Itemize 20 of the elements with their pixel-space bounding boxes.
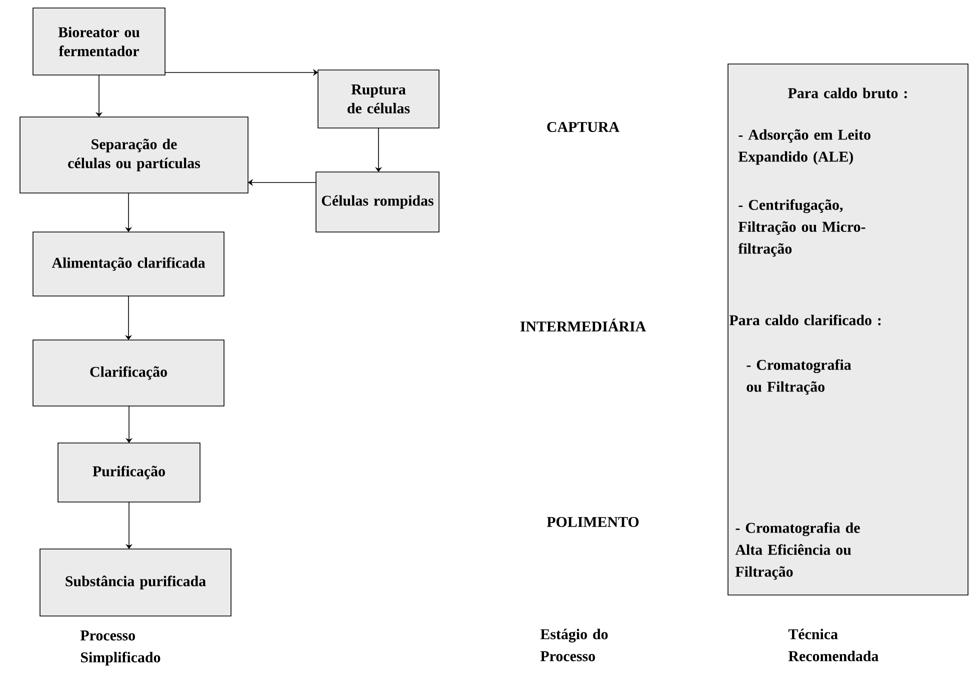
technique-text: - Centrifugação, Filtração ou Micro-filtração bbox=[738, 199, 866, 257]
heading-text: Para caldo clarificado : bbox=[729, 314, 881, 326]
heading-text: Para caldo bruto : bbox=[788, 88, 907, 98]
stage-label: CAPTURA bbox=[547, 122, 620, 132]
column-caption: Estágio do Processo bbox=[540, 628, 608, 662]
process-box: Clarificação bbox=[32, 340, 224, 406]
stage-label: POLIMENTO bbox=[546, 516, 639, 527]
stage-label: INTERMEDIÁRIA bbox=[520, 318, 646, 332]
process-box: Alimentação clarificada bbox=[32, 232, 224, 296]
technique-text: - Adsorção em Leito Expandido (ALE) bbox=[738, 129, 870, 165]
process-box: Células rompidas bbox=[316, 172, 440, 232]
technique-text: - Cromatografia ou Filtração bbox=[746, 359, 852, 395]
column-caption: Processo Simplificado bbox=[80, 630, 160, 666]
process-box: Purificação bbox=[58, 442, 200, 502]
process-box: Substância purificada bbox=[40, 548, 232, 616]
column-caption: Técnica Recomendada bbox=[788, 628, 878, 662]
technique-text: - Cromatografia de Alta Eficiência ou Filtração bbox=[735, 522, 860, 580]
process-box: Bioreator ou fermentador bbox=[32, 8, 166, 76]
process-box: Separação de células ou partículas bbox=[20, 116, 248, 194]
process-box: Ruptura de células bbox=[318, 70, 440, 128]
